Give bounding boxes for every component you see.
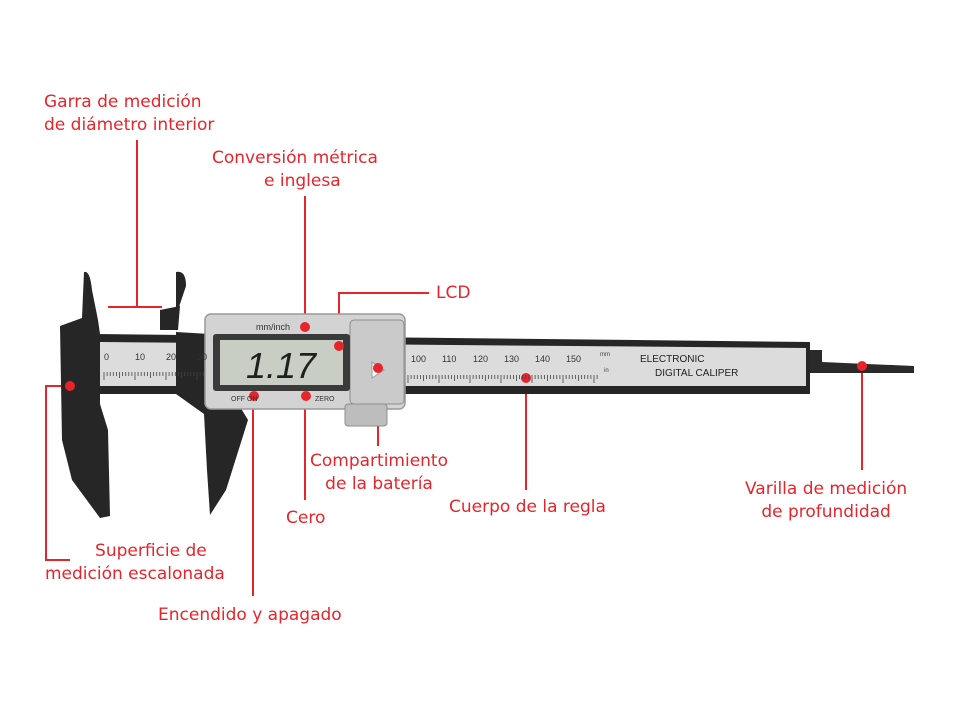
scale-right-numbers: 100 110 120 130 140 150 <box>411 354 581 364</box>
label-depth-rod: Varilla de medición de profundidad <box>745 478 907 524</box>
label-power: Encendido y apagado <box>158 604 342 627</box>
scale-number: 0 <box>104 352 109 362</box>
scale-number: 110 <box>442 354 456 364</box>
inner-jaw-tip <box>160 306 180 330</box>
scale-number: 120 <box>473 354 488 364</box>
slider-bottom <box>344 403 388 427</box>
zero-label: ZERO <box>315 396 335 403</box>
step-surface-marker <box>65 381 75 391</box>
battery-compartment[interactable] <box>349 319 405 405</box>
label-depth-rod-line2: de profundidad <box>761 502 891 522</box>
brand-line-2: DIGITAL CALIPER <box>655 368 738 379</box>
label-battery: Compartimiento de la batería <box>310 450 448 496</box>
unit-button-label: mm/inch <box>256 322 290 332</box>
brand-line-1: ELECTRONIC <box>640 354 704 365</box>
label-inner-jaw: Garra de medición de diámetro interior <box>44 91 214 137</box>
unit-button[interactable] <box>300 322 310 332</box>
label-battery-line1: Compartimiento <box>310 451 449 471</box>
label-step-surface: Superficie de medición escalonada <box>45 540 225 586</box>
label-conversion-line1: Conversión métrica <box>212 148 378 168</box>
lcd-marker <box>334 341 344 351</box>
scale-ticks <box>103 372 598 383</box>
label-lcd: LCD <box>436 282 470 305</box>
scale-unit-mm: mm <box>600 352 610 358</box>
label-inner-jaw-line1: Garra de medición <box>44 92 202 112</box>
label-depth-rod-line1: Varilla de medición <box>745 479 908 499</box>
label-conversion-line2: e inglesa <box>264 171 341 191</box>
label-lcd-line1: LCD <box>436 283 471 303</box>
fixed-jaw <box>60 271 110 518</box>
label-conversion: Conversión métrica e inglesa <box>212 147 378 193</box>
label-power-line1: Encendido y apagado <box>158 605 342 625</box>
power-button[interactable] <box>249 391 259 401</box>
label-ruler-body-line1: Cuerpo de la regla <box>449 497 606 517</box>
scale-number: 20 <box>166 352 176 362</box>
off-on-label: OFF ON <box>231 396 257 403</box>
label-battery-line2: de la batería <box>325 474 433 494</box>
label-ruler-body: Cuerpo de la regla <box>449 496 606 519</box>
scale-left-numbers: 0 10 20 30 <box>104 352 207 362</box>
label-zero: Cero <box>286 507 325 530</box>
scale-number: 130 <box>504 354 519 364</box>
leader-step-surface <box>45 385 70 561</box>
scale-number: 100 <box>411 354 426 364</box>
depth-rod-marker <box>857 361 867 371</box>
zero-button[interactable] <box>301 391 311 401</box>
battery-marker <box>373 363 383 373</box>
scale-number: 140 <box>535 354 550 364</box>
label-step-surface-line1: Superficie de <box>95 541 207 561</box>
label-zero-line1: Cero <box>286 508 326 528</box>
scale-unit-in: in <box>604 368 609 374</box>
leader-inner-jaw <box>108 140 138 308</box>
scale-number: 150 <box>566 354 581 364</box>
lcd-readout: 1.17 <box>246 345 318 386</box>
scale-number: 10 <box>135 352 145 362</box>
lcd-screen <box>220 340 343 385</box>
scale-number: 30 <box>197 352 207 362</box>
label-step-surface-line2: medición escalonada <box>45 564 225 584</box>
label-inner-jaw-line2: de diámetro interior <box>44 115 215 135</box>
depth-rod <box>810 350 914 373</box>
